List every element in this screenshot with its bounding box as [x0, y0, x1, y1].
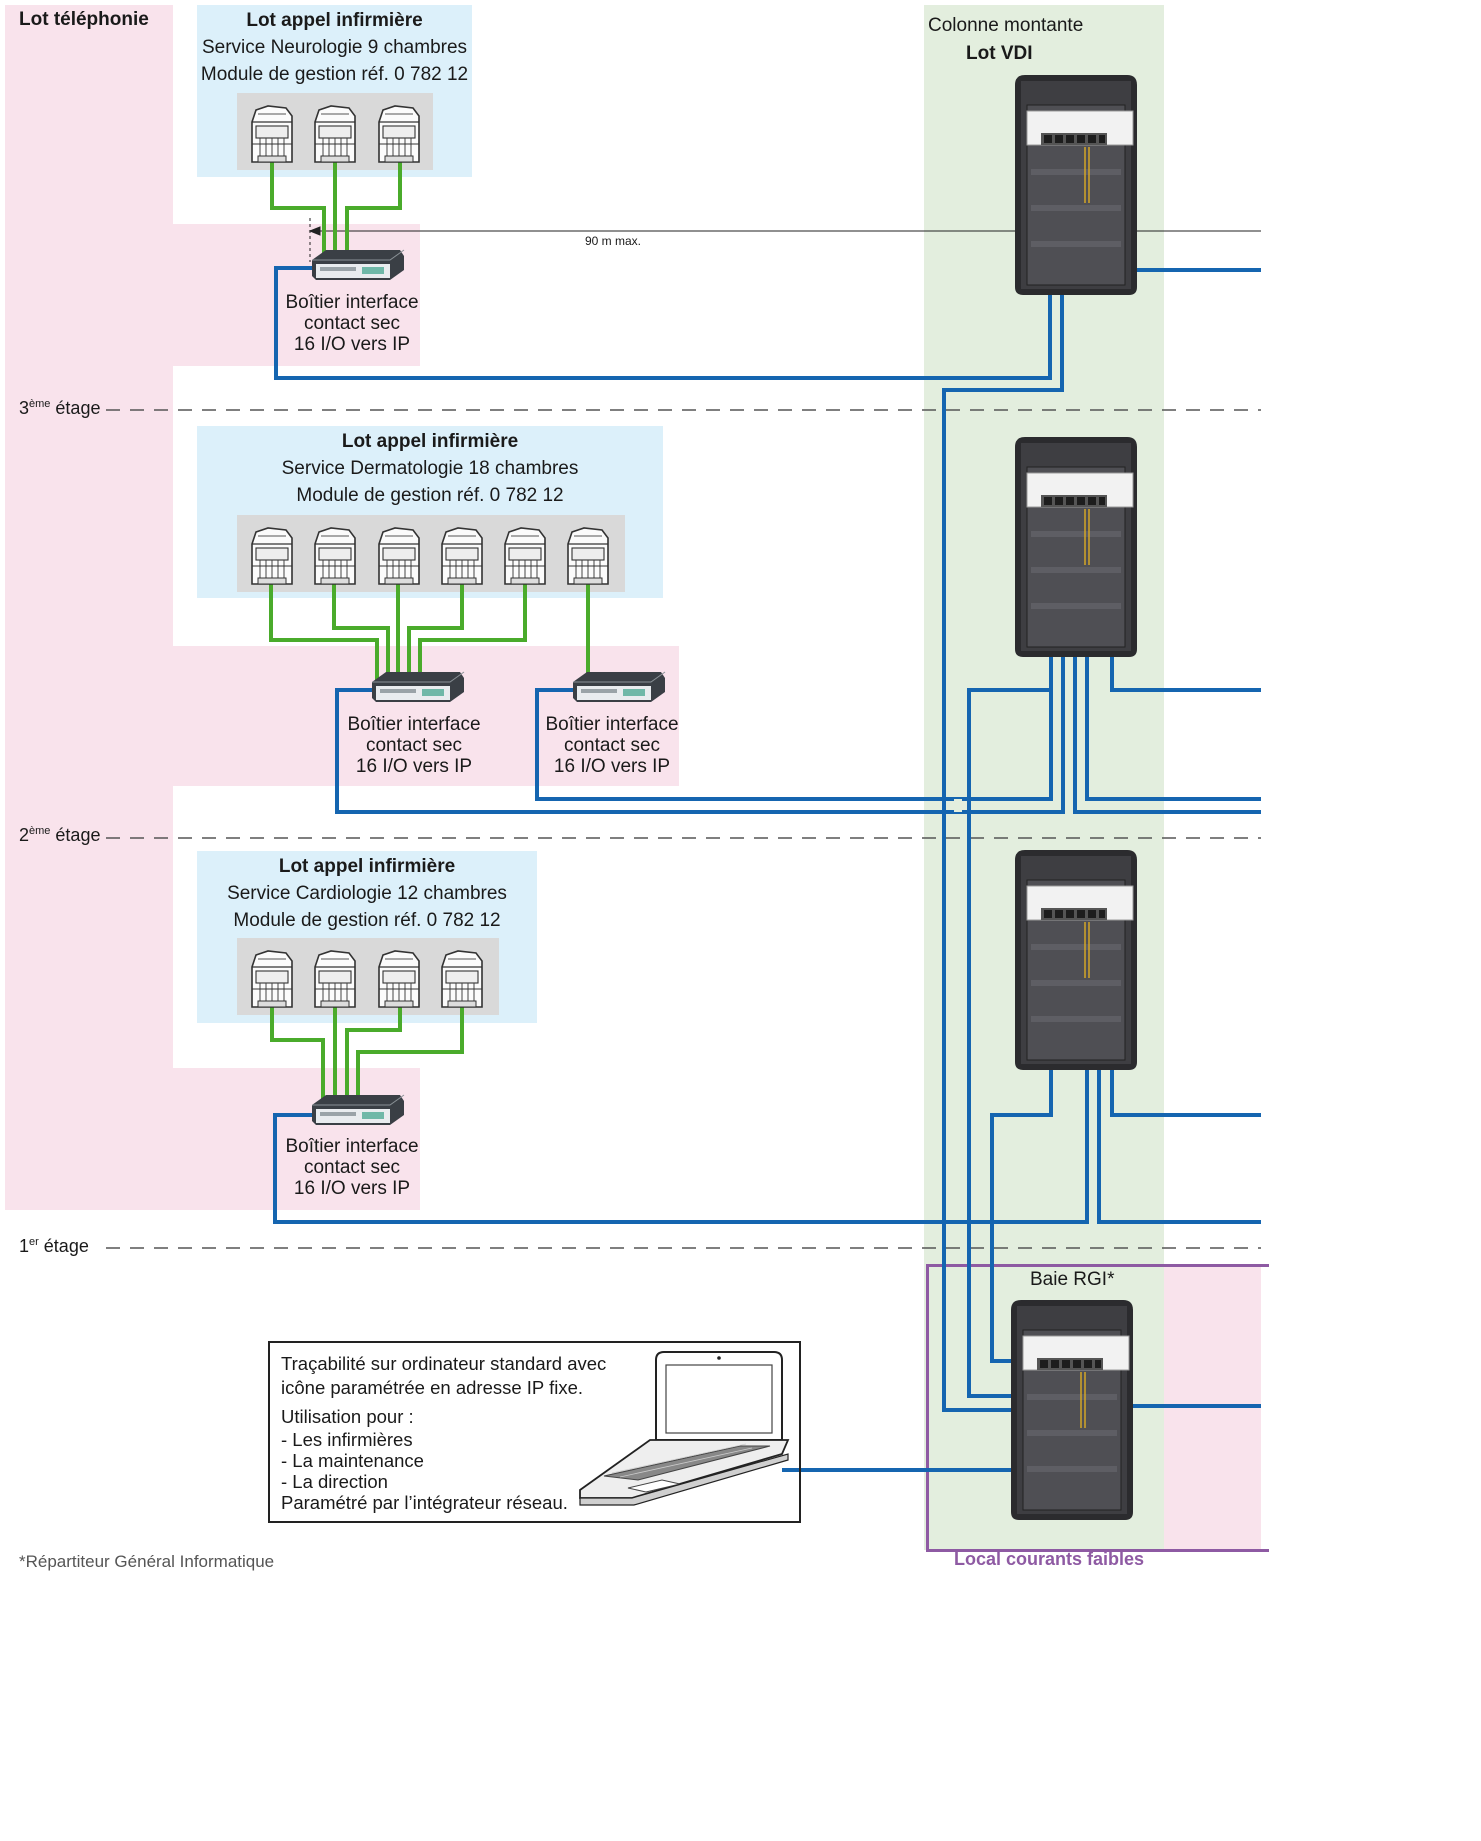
ibox-line-3: 16 I/O vers IP [293, 1178, 411, 1199]
floor-label-2: 2ème étage [19, 825, 101, 845]
din-rail-module-icon [314, 527, 356, 585]
note-line-4: - Les infirmières [281, 1429, 413, 1450]
ibox-line-3: 16 I/O vers IP [293, 334, 411, 355]
din-rail-module-icon [441, 950, 483, 1008]
note-line-6: - La direction [281, 1471, 388, 1492]
lot-vdi-label: Lot VDI [966, 43, 1033, 64]
lot-title: Lot appel infirmière [246, 10, 423, 31]
computer-note-text: Traçabilité sur ordinateur standard avec… [281, 1352, 606, 1513]
modules-neurologie [251, 105, 420, 163]
lot-module: Module de gestion réf. 0 782 12 [200, 64, 469, 85]
note-line-1: Traçabilité sur ordinateur standard avec [281, 1353, 607, 1374]
din-rail-module-icon [378, 105, 420, 163]
interface-box-icon [311, 1094, 405, 1126]
ibox-line-2: contact sec [303, 1157, 401, 1178]
floor-label-1: 1er étage [19, 1236, 89, 1256]
interface-box-label-floor2-b: Boîtier interface contact sec 16 I/O ver… [532, 714, 692, 777]
din-rail-module-icon [251, 527, 293, 585]
baie-rgi-label: Baie RGI* [1030, 1269, 1115, 1290]
din-rail-module-icon [378, 527, 420, 585]
lot-dermatologie-text: Lot appel infirmière Service Dermatologi… [197, 430, 663, 508]
lot-telephonie-zone-floor2-box [5, 646, 679, 786]
interface-box-label-floor1: Boîtier interface contact sec 16 I/O ver… [272, 1136, 432, 1199]
distance-label: 90 m max. [585, 234, 642, 248]
ibox-line-2: contact sec [563, 735, 661, 756]
ibox-line-1: Boîtier interface [285, 292, 419, 313]
note-line-7: Paramétré par l’intégrateur réseau. [281, 1492, 568, 1513]
din-rail-module-icon [567, 527, 609, 585]
module-rail-dermatologie [237, 515, 625, 592]
lot-cardiologie-text: Lot appel infirmière Service Cardiologie… [197, 855, 537, 933]
cable-crossing-gaps [954, 799, 962, 812]
lot-module: Module de gestion réf. 0 782 12 [296, 485, 564, 506]
lot-module: Module de gestion réf. 0 782 12 [233, 910, 501, 931]
ibox-line-3: 16 I/O vers IP [355, 756, 473, 777]
lot-service: Service Cardiologie 12 chambres [227, 883, 507, 904]
din-rail-module-icon [441, 527, 483, 585]
lot-neurologie-text: Lot appel infirmière Service Neurologie … [197, 9, 472, 87]
interface-box-label-floor3: Boîtier interface contact sec 16 I/O ver… [272, 292, 432, 355]
modules-cardiologie [251, 950, 483, 1008]
lot-telephonie-zone-floor1-box [5, 1068, 420, 1210]
network-rack-icon [1010, 1299, 1134, 1521]
footnote: *Répartiteur Général Informatique [19, 1552, 275, 1571]
interface-box-label-floor2-a: Boîtier interface contact sec 16 I/O ver… [334, 714, 494, 777]
network-rack-icon [1014, 849, 1138, 1071]
din-rail-module-icon [251, 950, 293, 1008]
din-rail-module-icon [504, 527, 546, 585]
lot-service: Service Dermatologie 18 chambres [281, 458, 579, 479]
local-courants-faibles-border [926, 1264, 1269, 1552]
lot-title: Lot appel infirmière [341, 431, 519, 452]
din-rail-module-icon [314, 105, 356, 163]
ibox-line-3: 16 I/O vers IP [553, 756, 671, 777]
ibox-line-1: Boîtier interface [285, 1136, 419, 1157]
note-line-2: icône paramétrée en adresse IP fixe. [281, 1377, 583, 1398]
lot-telephonie-zone-top [5, 5, 173, 1210]
lot-service: Service Neurologie 9 chambres [201, 37, 468, 58]
lot-telephonie-label: Lot téléphonie [19, 9, 149, 30]
interface-box-icon [371, 671, 465, 703]
din-rail-module-icon [378, 950, 420, 1008]
lot-title: Lot appel infirmière [278, 856, 456, 877]
note-line-3: Utilisation pour : [281, 1406, 414, 1427]
modules-dermatologie [251, 527, 609, 585]
colonne-montante-label: Colonne montante [928, 15, 1084, 36]
local-courants-faibles-label: Local courants faibles [954, 1549, 1145, 1569]
lot-telephonie-zone-floor3-box [5, 224, 420, 366]
din-rail-module-icon [251, 105, 293, 163]
ibox-line-2: contact sec [365, 735, 463, 756]
ibox-line-1: Boîtier interface [347, 714, 481, 735]
ibox-line-1: Boîtier interface [545, 714, 679, 735]
note-line-5: - La maintenance [281, 1450, 424, 1471]
network-rack-icon [1014, 436, 1138, 658]
ibox-line-2: contact sec [303, 313, 401, 334]
computer-note-box [268, 1341, 801, 1523]
interface-box-icon [572, 671, 666, 703]
network-rack-icon [1014, 74, 1138, 296]
din-rail-module-icon [314, 950, 356, 1008]
laptop-icon [579, 1351, 790, 1506]
interface-box-icon [311, 249, 405, 281]
floor-label-3: 3ème étage [19, 398, 101, 418]
